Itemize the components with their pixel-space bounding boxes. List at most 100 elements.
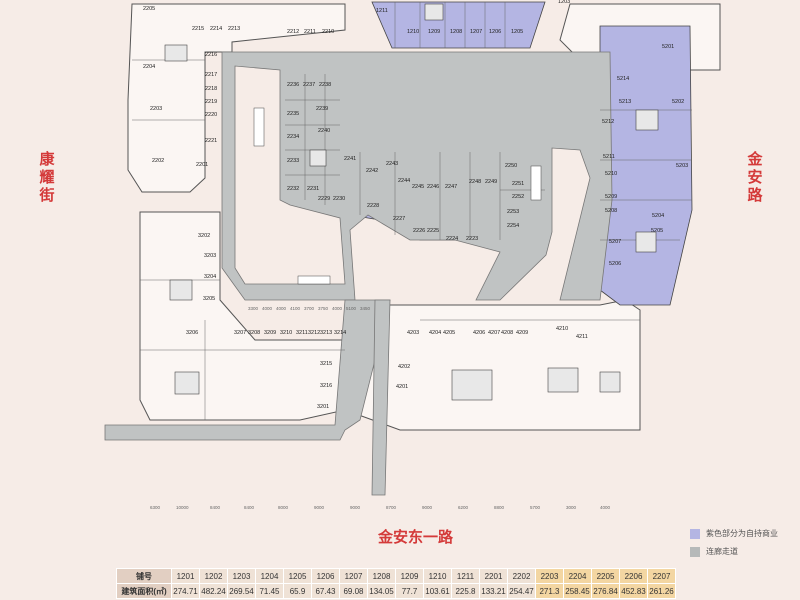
unit-label-1206: 1206 <box>489 29 501 35</box>
unit-label-4211: 4211 <box>576 334 588 340</box>
unit-number-cell: 1202 <box>199 568 228 584</box>
unit-label-4201: 4201 <box>396 384 408 390</box>
unit-label-2239: 2239 <box>316 106 328 112</box>
unit-label-2233: 2233 <box>287 158 299 164</box>
unit-number-cell: 1207 <box>339 568 368 584</box>
area-table-header-unit: 铺号 <box>116 568 172 584</box>
unit-label-4207: 4207 <box>488 330 500 336</box>
unit-label-5210: 5210 <box>605 171 617 177</box>
unit-area-cell: 276.84 <box>591 583 620 599</box>
unit-label-3203: 3203 <box>204 253 216 259</box>
unit-number-cell: 1208 <box>367 568 396 584</box>
unit-label-2215: 2215 <box>192 26 204 32</box>
unit-area-cell: 77.7 <box>395 583 424 599</box>
unit-label-2217: 2217 <box>205 72 217 78</box>
corridor-ring <box>104 51 613 496</box>
unit-label-2252: 2252 <box>512 194 524 200</box>
unit-number-cell: 2203 <box>535 568 564 584</box>
area-table-header-area: 建筑面积(㎡) <box>116 583 172 599</box>
unit-label-3213: 3213 <box>320 330 332 336</box>
dimension-label: 4000 <box>332 306 343 311</box>
unit-label-3207: 3207 <box>234 330 246 336</box>
unit-number-cell: 2201 <box>479 568 508 584</box>
dimension-label: 5100 <box>346 306 357 311</box>
unit-label-2242: 2242 <box>366 168 378 174</box>
unit-label-3209: 3209 <box>264 330 276 336</box>
unit-area-cell: 261.26 <box>647 583 676 599</box>
dimension-label: 9000 <box>350 505 361 510</box>
unit-label-3201: 3201 <box>317 404 329 410</box>
escalators <box>253 107 542 285</box>
unit-label-2240: 2240 <box>318 128 330 134</box>
unit-label-3205: 3205 <box>203 296 215 302</box>
unit-label-2223: 2223 <box>466 236 478 242</box>
unit-area-cell: 482.24 <box>199 583 228 599</box>
unit-label-2235: 2235 <box>287 111 299 117</box>
unit-number-cell: 1203 <box>227 568 256 584</box>
unit-label-4203: 4203 <box>407 330 419 336</box>
unit-label-4208: 4208 <box>501 330 513 336</box>
unit-label-2227: 2227 <box>393 216 405 222</box>
unit-number-cell: 2205 <box>591 568 620 584</box>
dimension-label: 3450 <box>360 306 371 311</box>
unit-number-cell: 1211 <box>451 568 480 584</box>
dimension-label: 3300 <box>248 306 259 311</box>
unit-label-3214: 3214 <box>334 330 346 336</box>
legend-corridor: 连廊走道 <box>690 546 738 557</box>
unit-label-2229: 2229 <box>318 196 330 202</box>
unit-area-cell: 258.45 <box>563 583 592 599</box>
unit-label-3208: 3208 <box>248 330 260 336</box>
unit-label-1207: 1207 <box>470 29 482 35</box>
dimension-label: 8800 <box>494 505 505 510</box>
unit-number-cell: 1209 <box>395 568 424 584</box>
dimension-label: 4100 <box>290 306 301 311</box>
unit-label-4202: 4202 <box>398 364 410 370</box>
unit-label-4210: 4210 <box>556 326 568 332</box>
unit-label-2211: 2211 <box>304 29 316 35</box>
unit-label-5212: 5212 <box>602 119 614 125</box>
unit-number-cell: 1206 <box>311 568 340 584</box>
unit-label-2241: 2241 <box>344 156 356 162</box>
unit-label-2243: 2243 <box>386 161 398 167</box>
unit-label-2221: 2221 <box>205 138 217 144</box>
unit-area-cell: 67.43 <box>311 583 340 599</box>
dimension-label: 4000 <box>276 306 287 311</box>
unit-label-2236: 2236 <box>287 82 299 88</box>
unit-label-3204: 3204 <box>204 274 216 280</box>
self-owned-zone-north <box>371 1 546 49</box>
unit-label-5204: 5204 <box>652 213 664 219</box>
unit-label-3216: 3216 <box>320 383 332 389</box>
unit-number-cell: 1204 <box>255 568 284 584</box>
unit-label-1209: 1209 <box>428 29 440 35</box>
legend-label-corridor: 连廊走道 <box>706 547 738 556</box>
unit-label-2245: 2245 <box>412 184 424 190</box>
dimension-label: 5700 <box>530 505 541 510</box>
unit-label-2234: 2234 <box>287 134 299 140</box>
dimension-label: 3000 <box>566 505 577 510</box>
unit-label-2253: 2253 <box>507 209 519 215</box>
unit-number-cell: 2206 <box>619 568 648 584</box>
unit-label-4205: 4205 <box>443 330 455 336</box>
street-label-east: 金安路 <box>747 150 763 204</box>
unit-number-cell: 2207 <box>647 568 676 584</box>
unit-label-1211: 1211 <box>376 8 388 14</box>
unit-area-cell: 134.05 <box>367 583 396 599</box>
unit-label-5203: 5203 <box>676 163 688 169</box>
unit-label-2216: 2216 <box>205 52 217 58</box>
unit-label-2250: 2250 <box>505 163 517 169</box>
dimension-label: 4000 <box>600 505 611 510</box>
unit-label-3212: 3212 <box>308 330 320 336</box>
unit-label-5208: 5208 <box>605 208 617 214</box>
unit-label-5202: 5202 <box>672 99 684 105</box>
unit-label-4209: 4209 <box>516 330 528 336</box>
service-cores <box>164 3 659 401</box>
dimension-label: 6200 <box>458 505 469 510</box>
unit-label-2226: 2226 <box>413 228 425 234</box>
legend-label-self-owned: 紫色部分为自持商业 <box>706 529 778 538</box>
unit-number-cell: 1205 <box>283 568 312 584</box>
unit-label-2224: 2224 <box>446 236 458 242</box>
dimension-label: 3700 <box>304 306 315 311</box>
unit-label-2210: 2210 <box>322 29 334 35</box>
unit-label-1205: 1205 <box>511 29 523 35</box>
